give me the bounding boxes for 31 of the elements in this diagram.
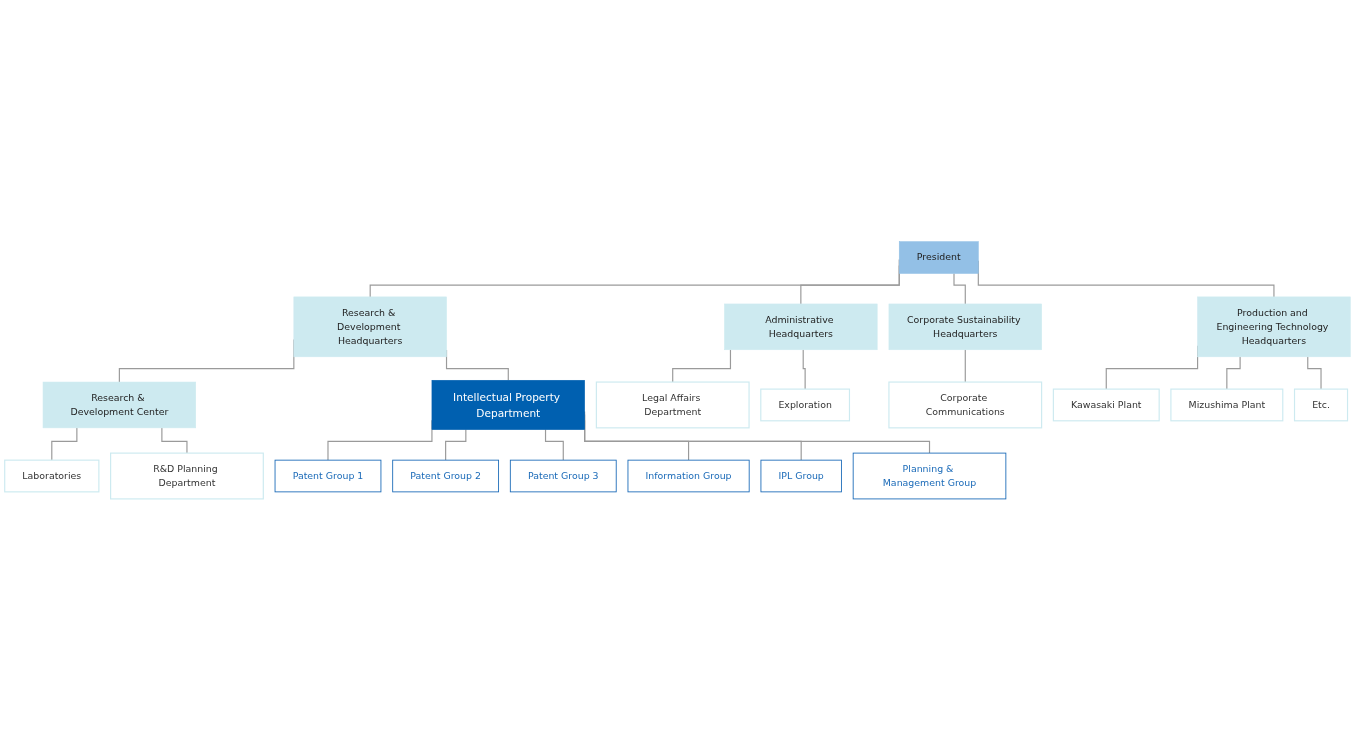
node-box: Exploration xyxy=(760,388,851,422)
connector xyxy=(672,349,732,383)
connector xyxy=(1226,356,1241,390)
node-box: Legal Affairs Department xyxy=(595,381,750,429)
node-box: Kawasaki Plant xyxy=(1052,388,1160,422)
node-box: Information Group xyxy=(627,459,750,493)
node-box: Corporate Communications xyxy=(888,381,1043,429)
node-box: Mizushima Plant xyxy=(1170,388,1284,422)
node-box: Planning & Management Group xyxy=(852,452,1007,500)
node-box: Patent Group 1 xyxy=(274,459,382,493)
node-box: Research & Development Center xyxy=(42,381,196,429)
node-box: IPL Group xyxy=(760,459,842,493)
connector xyxy=(51,427,78,461)
connector xyxy=(802,349,806,390)
connector xyxy=(953,273,966,305)
node-box: Administrative Headquarters xyxy=(724,303,878,351)
node-box: Laboratories xyxy=(4,459,100,493)
connector xyxy=(1307,356,1322,390)
node-box: Etc. xyxy=(1293,388,1349,422)
node-box: Corporate Sustainability Headquarters xyxy=(888,303,1042,351)
node-box: Intellectual Property Department xyxy=(431,380,585,431)
connector xyxy=(445,429,467,461)
node-box: R&D Planning Department xyxy=(110,452,264,500)
node-box: Production and Engineering Technology Headquarters xyxy=(1197,296,1351,358)
connector xyxy=(161,427,188,454)
node-box: President xyxy=(898,241,979,274)
node-box: Patent Group 2 xyxy=(392,459,499,493)
connector xyxy=(544,429,564,461)
node-box: Research & Development Headquarters xyxy=(293,296,447,358)
node-box: Patent Group 3 xyxy=(509,459,617,493)
connector xyxy=(964,349,966,383)
